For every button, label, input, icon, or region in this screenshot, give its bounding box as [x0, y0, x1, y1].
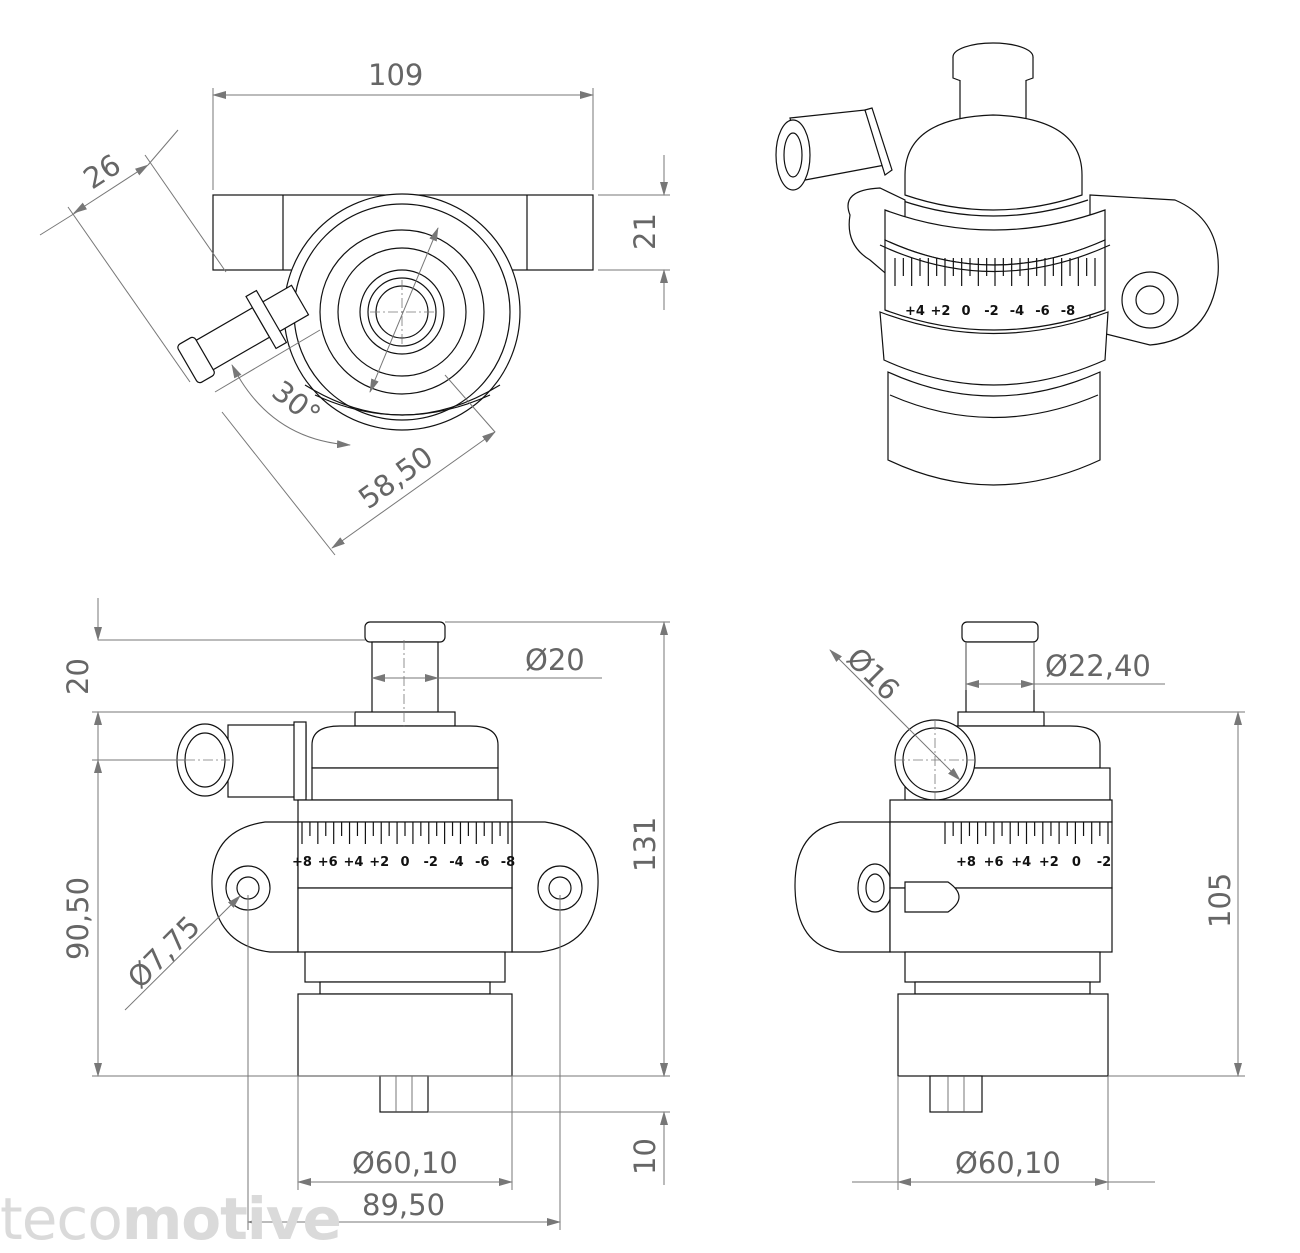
dim-20: 20 — [61, 658, 95, 695]
scale-label: +8 — [292, 855, 312, 870]
scale-label: +2 — [931, 304, 951, 319]
isometric-view: +4 +2 0 -2 -4 -6 -8 — [775, 42, 1219, 486]
scale-label: 0 — [961, 304, 970, 319]
scale-label: -2 — [424, 855, 438, 870]
scale-label: 0 — [400, 855, 409, 870]
scale-label: +2 — [1039, 855, 1059, 870]
dim-109: 109 — [368, 58, 423, 92]
scale-label: -4 — [1010, 304, 1024, 319]
scale-label: +4 — [1011, 855, 1031, 870]
scale-label: +4 — [344, 855, 364, 870]
scale-label: -4 — [449, 855, 463, 870]
scale-label: +2 — [369, 855, 389, 870]
dim-89-50: 89,50 — [362, 1188, 445, 1222]
side-view: +8 +6 +4 +2 0 -2 Ø16 Ø22,40 105 Ø60,10 — [794, 621, 1245, 1190]
dim-131: 131 — [628, 817, 662, 872]
scale-label: +6 — [984, 855, 1004, 870]
scale-label: 0 — [1072, 855, 1081, 870]
scale-label: +6 — [318, 855, 338, 870]
scale-label: -2 — [1097, 855, 1111, 870]
dim-58-50: 58,50 — [352, 439, 439, 515]
logo-part2: motive — [121, 1185, 342, 1253]
scale-label: -2 — [984, 304, 998, 319]
dim-dia-60-10-front: Ø60,10 — [352, 1146, 458, 1180]
dim-26: 26 — [77, 147, 126, 196]
scale-label: -8 — [1061, 304, 1075, 319]
dim-dia-7-75: Ø7,75 — [121, 909, 207, 995]
scale-label: -8 — [501, 855, 515, 870]
dim-dia-60-10-side: Ø60,10 — [955, 1146, 1061, 1180]
tecomotive-logo: tecomotive — [0, 1185, 342, 1253]
dim-90-50: 90,50 — [61, 877, 95, 960]
scale-label: +8 — [956, 855, 976, 870]
scale-label: -6 — [1035, 304, 1049, 319]
front-view: +8 +6 +4 +2 0 -2 -4 -6 -8 20 Ø20 90,50 — [61, 598, 670, 1230]
dim-dia-16: Ø16 — [840, 641, 906, 707]
dim-dia-20: Ø20 — [525, 643, 585, 677]
dim-dia-22-40: Ø22,40 — [1045, 649, 1151, 683]
dim-10: 10 — [628, 1138, 662, 1175]
scale-label: -6 — [475, 855, 489, 870]
dim-21: 21 — [628, 213, 662, 250]
dim-105: 105 — [1203, 873, 1237, 928]
top-view: 109 26 21 30° 58,50 — [39, 58, 670, 556]
logo-part1: teco — [0, 1185, 123, 1253]
scale-label: +4 — [905, 304, 925, 319]
